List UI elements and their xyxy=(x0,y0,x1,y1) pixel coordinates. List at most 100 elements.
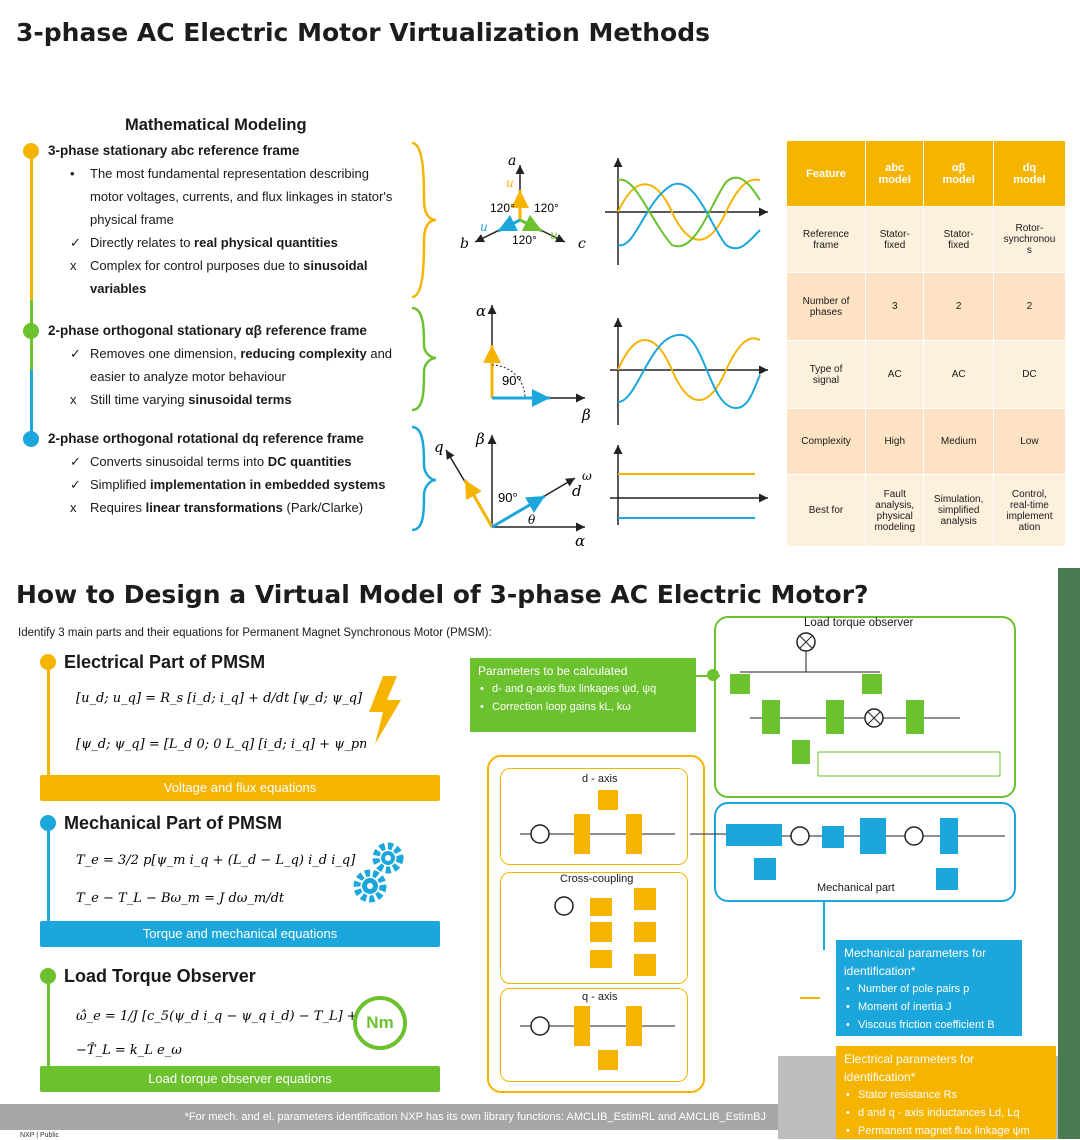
frame-dot-dq xyxy=(23,431,39,447)
table-cell: 2 xyxy=(923,272,994,341)
svg-text:T_e = 3/2 p[ψ_m i_q + (L_d − L: T_e = 3/2 p[ψ_m i_q + (L_d − L_q) i_d i_… xyxy=(76,853,356,868)
cross-coupling-box xyxy=(500,872,688,984)
table-cell: Reference frame xyxy=(786,206,866,273)
brace-dq xyxy=(411,425,437,532)
bar-observer: Load torque observer equations xyxy=(40,1066,440,1092)
observer-label: Load torque observer xyxy=(804,617,914,629)
table-cell: Stator- fixed xyxy=(923,206,994,273)
frame-list-dq: ✓Converts sinusoidal terms into DC quant… xyxy=(70,454,386,515)
d-axis-label: d - axis xyxy=(582,773,618,785)
th-dq: dq model xyxy=(992,140,1067,207)
part-line-1 xyxy=(47,660,50,780)
bar-electrical: Voltage and flux equations xyxy=(40,775,440,801)
intro-text: Identify 3 main parts and their equation… xyxy=(18,627,492,639)
calc-connector xyxy=(680,675,720,677)
table-cell: DC xyxy=(992,340,1067,409)
table-cell: Low xyxy=(992,408,1067,475)
table-cell: Number of phases xyxy=(786,272,866,341)
bottom-title: How to Design a Virtual Model of 3-phase… xyxy=(16,580,869,609)
svg-text:α: α xyxy=(476,302,486,320)
brace-abc xyxy=(411,141,437,299)
svg-text:u: u xyxy=(550,228,558,242)
bar-mechanical: Torque and mechanical equations xyxy=(40,921,440,947)
th-feature: Feature xyxy=(786,140,866,207)
svg-text:T_e − T_L − Bω_m = J dω_m/dt: T_e − T_L − Bω_m = J dω_m/dt xyxy=(76,891,285,906)
svg-text:a: a xyxy=(508,153,516,169)
part-title-electrical: Electrical Part of PMSM xyxy=(64,652,266,672)
th-ab: αβ model xyxy=(923,140,994,207)
frame-title-abc: 3-phase stationary abc reference frame xyxy=(48,143,300,158)
frame-title-ab: 2-phase orthogonal stationary αβ referen… xyxy=(48,323,367,338)
svg-text:[u_d; u_q] = R_s [i_d; i_q] +: [u_d; u_q] = R_s [i_d; i_q] + d/dt [ψ_d;… xyxy=(76,691,366,706)
table-cell: Medium xyxy=(923,408,994,475)
table-cell: Fault analysis, physical modeling xyxy=(864,474,925,547)
part-title-mechanical: Mechanical Part of PMSM xyxy=(64,813,283,833)
svg-text:q: q xyxy=(434,438,444,456)
nm-icon: Nm xyxy=(353,996,407,1050)
table-cell: Type of signal xyxy=(786,340,866,409)
table-cell: Simulation, simplified analysis xyxy=(923,474,994,547)
table-cell: Control, real-time implement ation xyxy=(992,474,1067,547)
part-dot-mechanical xyxy=(40,815,56,831)
observer-equations: ω̂_e = 1/J [c_5(ψ_d i_q − ψ_q i_d) − T_L… xyxy=(76,1009,356,1058)
vector-diagrams: a b c u u u 120° 120° 120° α β 90° q β d… xyxy=(411,141,768,550)
svg-text:ω: ω xyxy=(582,469,592,483)
svg-text:β: β xyxy=(475,430,485,448)
th-abc: abc model xyxy=(864,140,925,207)
mechanical-box xyxy=(714,802,1016,902)
svg-text:[ψ_d; ψ_q] = [L_d 0; 0 L_q] [i: [ψ_d; ψ_q] = [L_d 0; 0 L_q] [i_d; i_q] +… xyxy=(76,737,366,752)
table-cell: Best for xyxy=(786,474,866,547)
svg-text:120°: 120° xyxy=(490,201,515,215)
callout-calc: Parameters to be calculated d- and q-axi… xyxy=(470,658,696,732)
svg-text:u: u xyxy=(480,220,488,234)
svg-text:d: d xyxy=(572,482,582,500)
d-axis-box xyxy=(500,768,688,865)
svg-text:θ: θ xyxy=(528,513,536,527)
mechanical-equations: T_e = 3/2 p[ψ_m i_q + (L_d − L_q) i_d i_… xyxy=(76,853,356,906)
timeline-line xyxy=(30,150,33,440)
part-title-observer: Load Torque Observer xyxy=(64,966,256,986)
svg-text:90°: 90° xyxy=(498,490,518,505)
part-dot-electrical xyxy=(40,654,56,670)
svg-text:ω̂_e = 1/J [c_5(ψ_d i_q − ψ_q: ω̂_e = 1/J [c_5(ψ_d i_q − ψ_q i_d) − T_L… xyxy=(76,1009,356,1024)
brace-ab xyxy=(411,306,437,412)
frame-title-dq: 2-phase orthogonal rotational dq referen… xyxy=(48,431,364,446)
frame-list-ab: ✓Removes one dimension, reducing complex… xyxy=(70,346,393,407)
callout-mech: Mechanical parameters for identification… xyxy=(836,940,1022,1036)
part-dot-observer xyxy=(40,968,56,984)
side-stripe xyxy=(1058,568,1080,1139)
timeline-line-blue xyxy=(30,370,33,440)
feature-table: Feature abc model αβ model dq model Refe… xyxy=(786,140,1067,547)
gears-icon xyxy=(353,842,404,903)
svg-text:u: u xyxy=(506,176,514,190)
cross-coupling-label: Cross-coupling xyxy=(560,873,634,885)
callout-elec: Electrical parameters for identification… xyxy=(836,1046,1056,1140)
frame-dot-abc xyxy=(23,143,39,159)
footer-text: NXP | Public xyxy=(20,1132,60,1139)
frame-dot-ab xyxy=(23,323,39,339)
mechanical-part-label: Mechanical part xyxy=(817,882,895,894)
svg-text:b: b xyxy=(460,236,469,252)
lightning-icon xyxy=(369,676,401,744)
observer-box xyxy=(714,616,1016,798)
electrical-equations: [u_d; u_q] = R_s [i_d; i_q] + d/dt [ψ_d;… xyxy=(76,691,366,752)
electrical-box xyxy=(487,755,705,1093)
q-axis-box xyxy=(500,988,688,1082)
svg-text:90°: 90° xyxy=(502,373,522,388)
calc-connector-dot xyxy=(707,669,719,681)
table-cell: Rotor- synchronou s xyxy=(992,206,1067,273)
table-cell: AC xyxy=(923,340,994,409)
table-cell: High xyxy=(864,408,925,475)
q-axis-label: q - axis xyxy=(582,991,618,1003)
svg-text:c: c xyxy=(578,236,586,252)
svg-text:β: β xyxy=(581,406,591,424)
footnote-bar: *For mech. and el. parameters identifica… xyxy=(0,1104,778,1130)
table-cell: 3 xyxy=(864,272,925,341)
modeling-heading: Mathematical Modeling xyxy=(125,116,307,134)
table-cell: AC xyxy=(864,340,925,409)
block-diagram xyxy=(520,632,1005,1070)
svg-text:120°: 120° xyxy=(512,233,537,247)
table-cell: Complexity xyxy=(786,408,866,475)
svg-text:α: α xyxy=(575,532,585,550)
top-title: 3-phase AC Electric Motor Virtualization… xyxy=(16,18,710,47)
